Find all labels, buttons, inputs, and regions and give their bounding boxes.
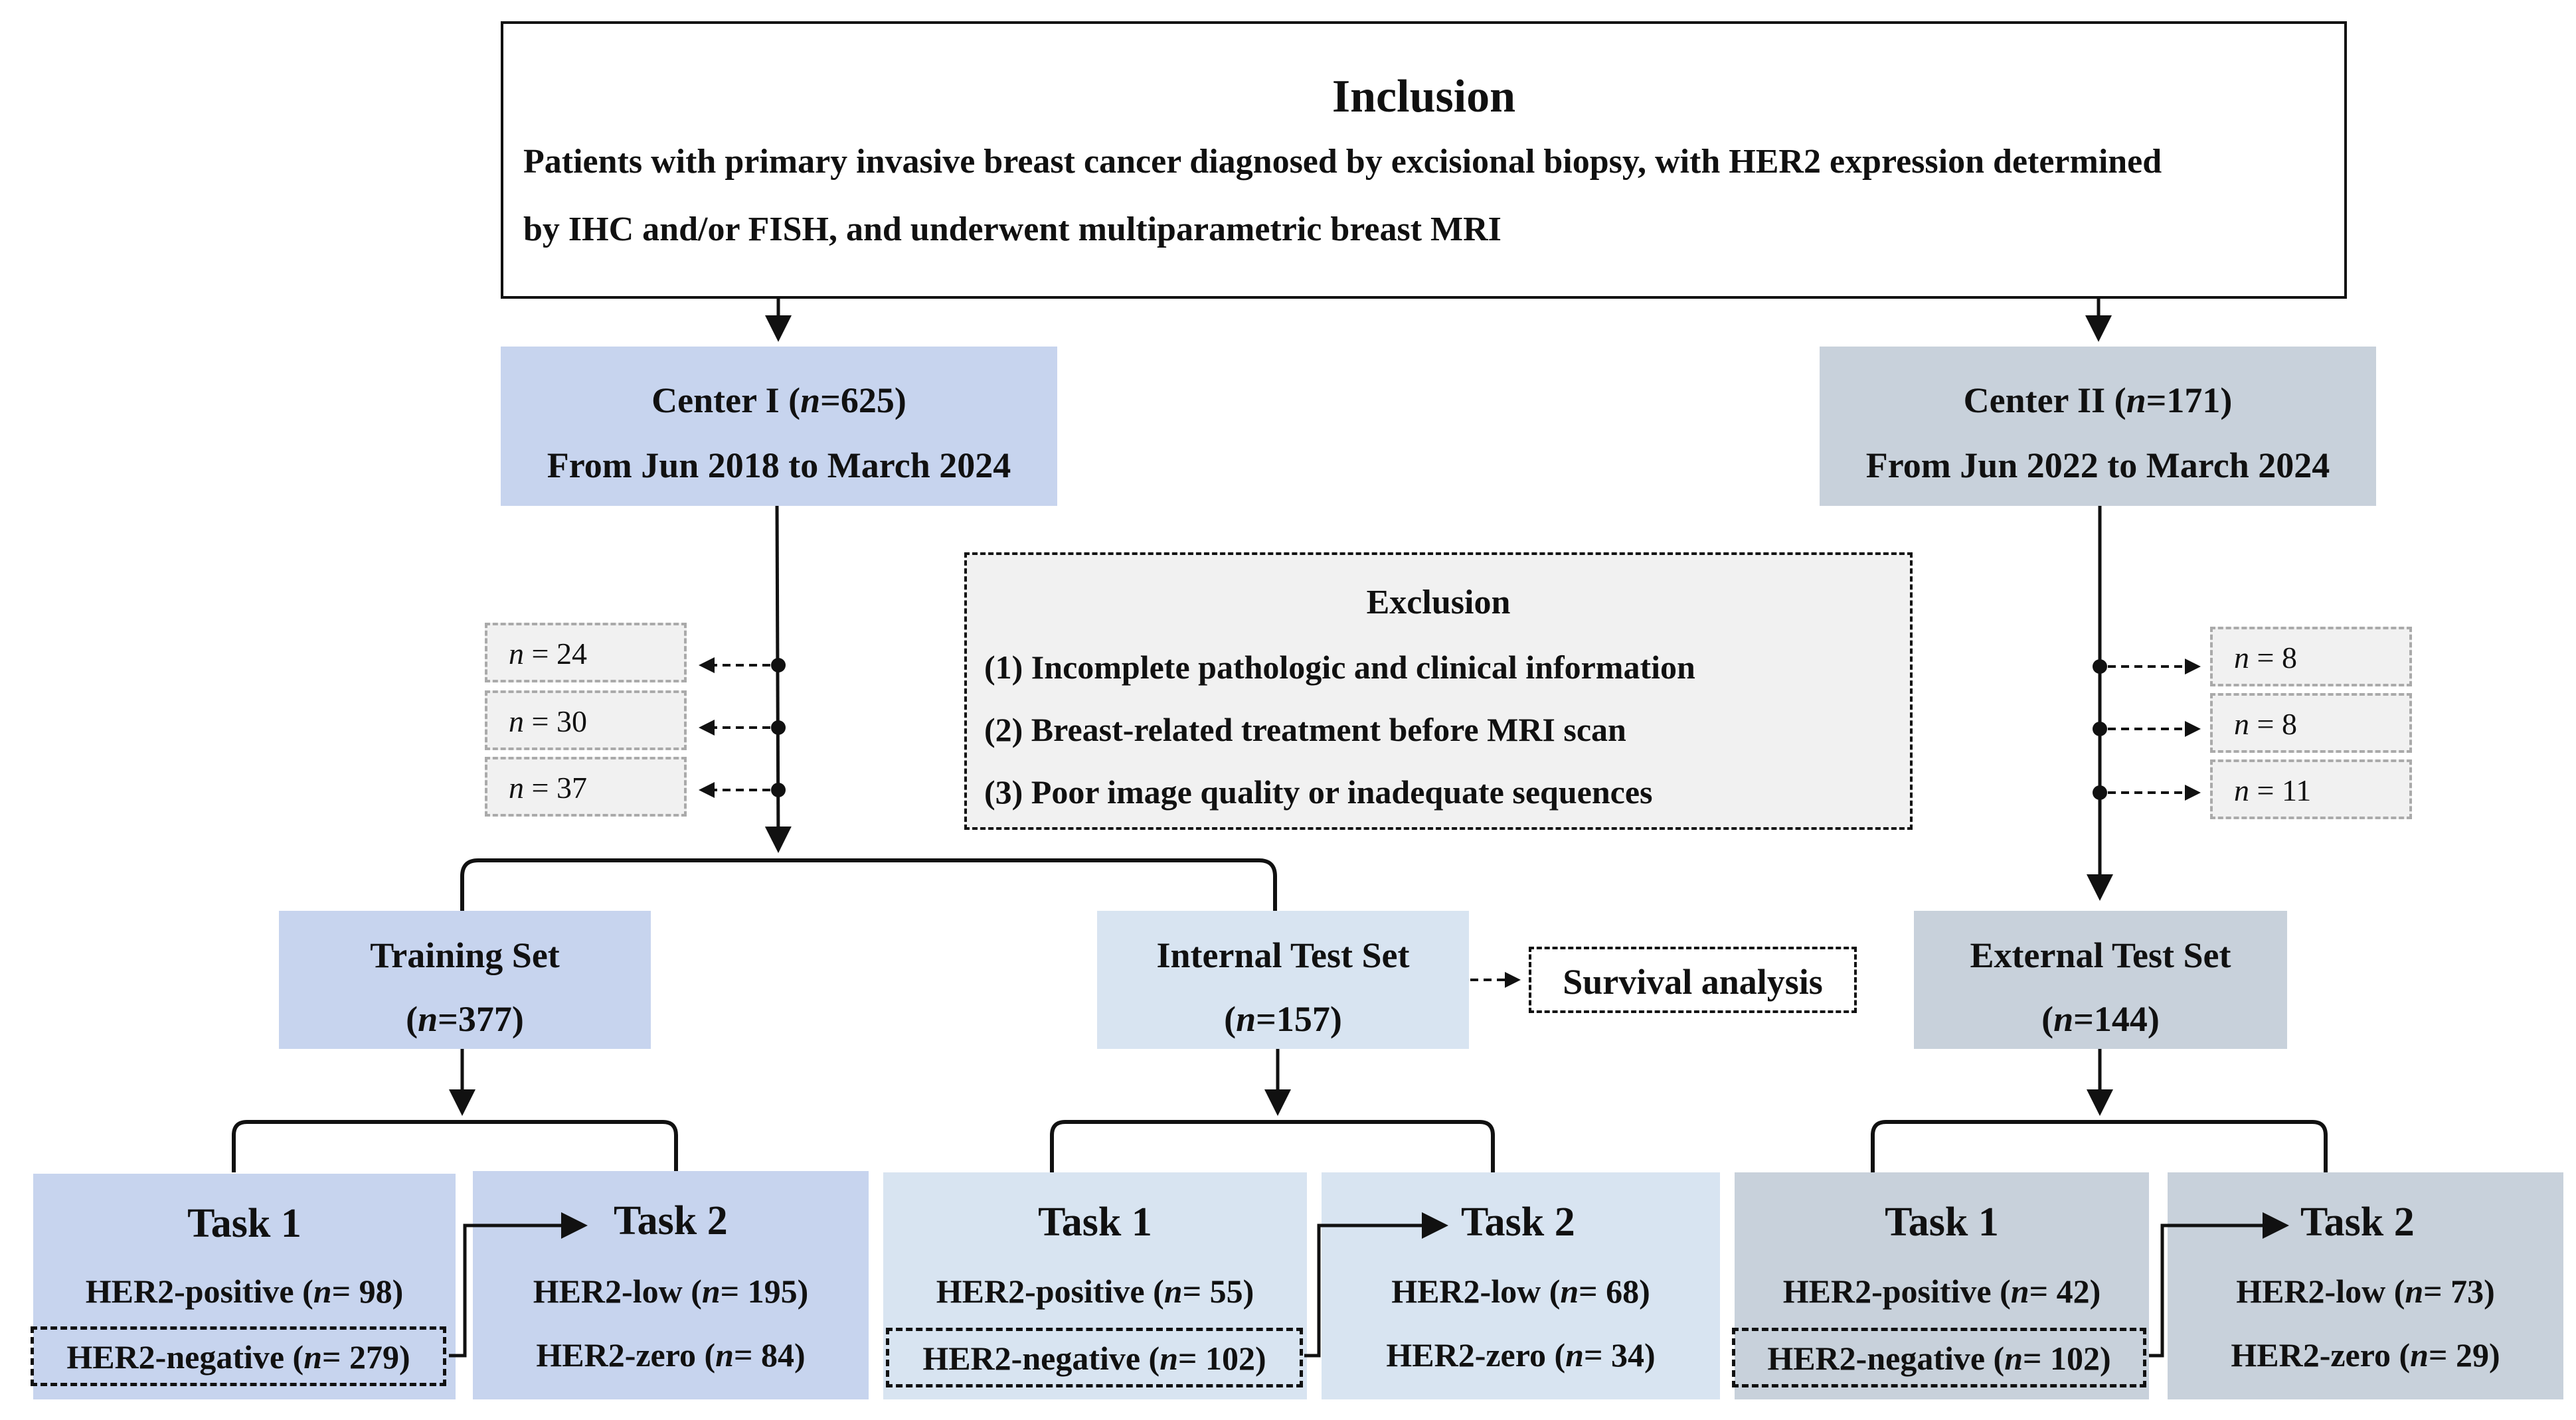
internal-test-set-box: Internal Test Set (n=157)	[1097, 911, 1469, 1049]
excluded-count-label: n = 24	[509, 637, 587, 671]
training-set-box: Training Set (n=377)	[279, 911, 651, 1049]
excluded-count-label: n = 8	[2234, 707, 2297, 741]
survival-analysis-label: Survival analysis	[1563, 962, 1823, 1002]
center-2-title: Center II (n=171)	[1820, 380, 2376, 421]
center-2-n: n	[2126, 380, 2146, 420]
external-task-bracket	[1871, 1120, 2328, 1172]
her2-zero-label: HER2-zero (n= 29)	[2231, 1336, 2500, 1374]
exclusion-title: Exclusion	[1366, 584, 1511, 621]
split-bracket-center-1	[460, 858, 1277, 911]
survival-analysis-box: Survival analysis	[1529, 947, 1857, 1013]
task-title: Task 2	[614, 1198, 728, 1243]
external-test-set-title: External Test Set	[1970, 935, 2231, 975]
exclusion-node	[2093, 659, 2107, 674]
task-title: Task 1	[187, 1201, 301, 1246]
negative-to-task2-arrow	[2149, 1212, 2289, 1358]
training-set-title: Training Set	[370, 935, 560, 975]
center-1-title-suffix: =625)	[820, 380, 906, 420]
her2-negative-box: HER2-negative (n= 102)	[1732, 1328, 2146, 1387]
internal-task-bracket	[1050, 1120, 1495, 1172]
excluded-count-box: n = 24	[485, 623, 687, 682]
her2-negative-label: HER2-negative (n= 102)	[922, 1340, 1266, 1377]
inclusion-box: Inclusion Patients with primary invasive…	[501, 21, 2347, 299]
center-1-flow-line	[764, 505, 792, 853]
center-1-title: Center I (n=625)	[501, 380, 1057, 421]
inclusion-line-2: by IHC and/or FISH, and underwent multip…	[523, 210, 1502, 248]
negative-to-task2-arrow	[449, 1212, 588, 1358]
internal-task2-box: Task 2 HER2-low (n= 68) HER2-zero (n= 34…	[1322, 1172, 1720, 1399]
task-title: Task 2	[2300, 1200, 2415, 1245]
external-task2-box: Task 2 HER2-low (n= 73) HER2-zero (n= 29…	[2168, 1172, 2563, 1399]
excluded-count-box: n = 30	[485, 690, 687, 750]
her2-positive-label: HER2-positive (n= 98)	[85, 1273, 404, 1310]
her2-negative-box: HER2-negative (n= 279)	[31, 1326, 446, 1386]
center-2-title-prefix: Center II (	[1963, 380, 2126, 420]
excluded-count-box: n = 8	[2210, 693, 2412, 753]
internal-task1-box: Task 1 HER2-positive (n= 55)	[883, 1172, 1307, 1399]
excluded-count-label: n = 37	[509, 771, 587, 805]
internal-test-set-count: (n=157)	[1224, 999, 1342, 1039]
training-set-count: (n=377)	[406, 999, 524, 1039]
her2-negative-label: HER2-negative (n= 279)	[66, 1338, 410, 1376]
external-task1-box: Task 1 HER2-positive (n= 42)	[1735, 1172, 2149, 1399]
center-2-box: Center II (n=171) From Jun 2022 to March…	[1820, 347, 2376, 506]
exclusion-node	[2093, 785, 2107, 800]
center-1-n: n	[800, 380, 821, 420]
training-task2-box: Task 2 HER2-low (n= 195) HER2-zero (n= 8…	[473, 1171, 869, 1399]
exclusion-node	[2093, 722, 2107, 736]
excluded-count-box: n = 37	[485, 757, 687, 817]
her2-positive-label: HER2-positive (n= 42)	[1782, 1273, 2101, 1310]
internal-test-set-title: Internal Test Set	[1156, 935, 1410, 975]
exclusion-item-1: (1) Incomplete pathologic and clinical i…	[984, 649, 1695, 686]
task-title: Task 2	[1461, 1200, 1575, 1245]
her2-zero-label: HER2-zero (n= 34)	[1386, 1336, 1656, 1374]
exclusion-item-2: (2) Breast-related treatment before MRI …	[984, 711, 1626, 748]
center-2-title-suffix: =171)	[2146, 380, 2233, 420]
exclusion-node	[771, 720, 786, 735]
center-2-period: From Jun 2022 to March 2024	[1865, 445, 2330, 485]
her2-low-label: HER2-low (n= 68)	[1391, 1273, 1650, 1310]
exclusion-item-3: (3) Poor image quality or inadequate seq…	[984, 773, 1653, 811]
center-1-box: Center I (n=625) From Jun 2018 to March …	[501, 347, 1057, 506]
external-test-set-box: External Test Set (n=144)	[1914, 911, 2287, 1049]
exclusion-node	[771, 658, 786, 672]
excluded-count-label: n = 30	[509, 704, 587, 738]
her2-negative-box: HER2-negative (n= 102)	[886, 1328, 1303, 1387]
task-title: Task 1	[1885, 1200, 1999, 1245]
external-test-set-count: (n=144)	[2041, 999, 2160, 1039]
exclusion-node	[771, 783, 786, 797]
task-title: Task 1	[1038, 1200, 1152, 1245]
training-task1-box: Task 1 HER2-positive (n= 98)	[33, 1174, 456, 1399]
center-1-period: From Jun 2018 to March 2024	[547, 445, 1011, 485]
inclusion-line-1: Patients with primary invasive breast ca…	[523, 143, 2162, 181]
inclusion-title: Inclusion	[1331, 71, 1516, 122]
her2-negative-label: HER2-negative (n= 102)	[1767, 1340, 2111, 1377]
her2-zero-label: HER2-zero (n= 84)	[536, 1336, 806, 1374]
training-task-bracket	[232, 1120, 678, 1172]
her2-positive-label: HER2-positive (n= 55)	[936, 1273, 1254, 1310]
exclusion-box: Exclusion (1) Incomplete pathologic and …	[964, 552, 1913, 830]
excluded-count-box: n = 11	[2210, 759, 2412, 819]
her2-low-label: HER2-low (n= 195)	[533, 1273, 809, 1310]
negative-to-task2-arrow	[1304, 1212, 1448, 1358]
her2-low-label: HER2-low (n= 73)	[2236, 1273, 2495, 1310]
center-1-title-prefix: Center I (	[651, 380, 801, 420]
excluded-count-label: n = 11	[2234, 773, 2312, 807]
excluded-count-box: n = 8	[2210, 627, 2412, 686]
excluded-count-label: n = 8	[2234, 641, 2297, 674]
